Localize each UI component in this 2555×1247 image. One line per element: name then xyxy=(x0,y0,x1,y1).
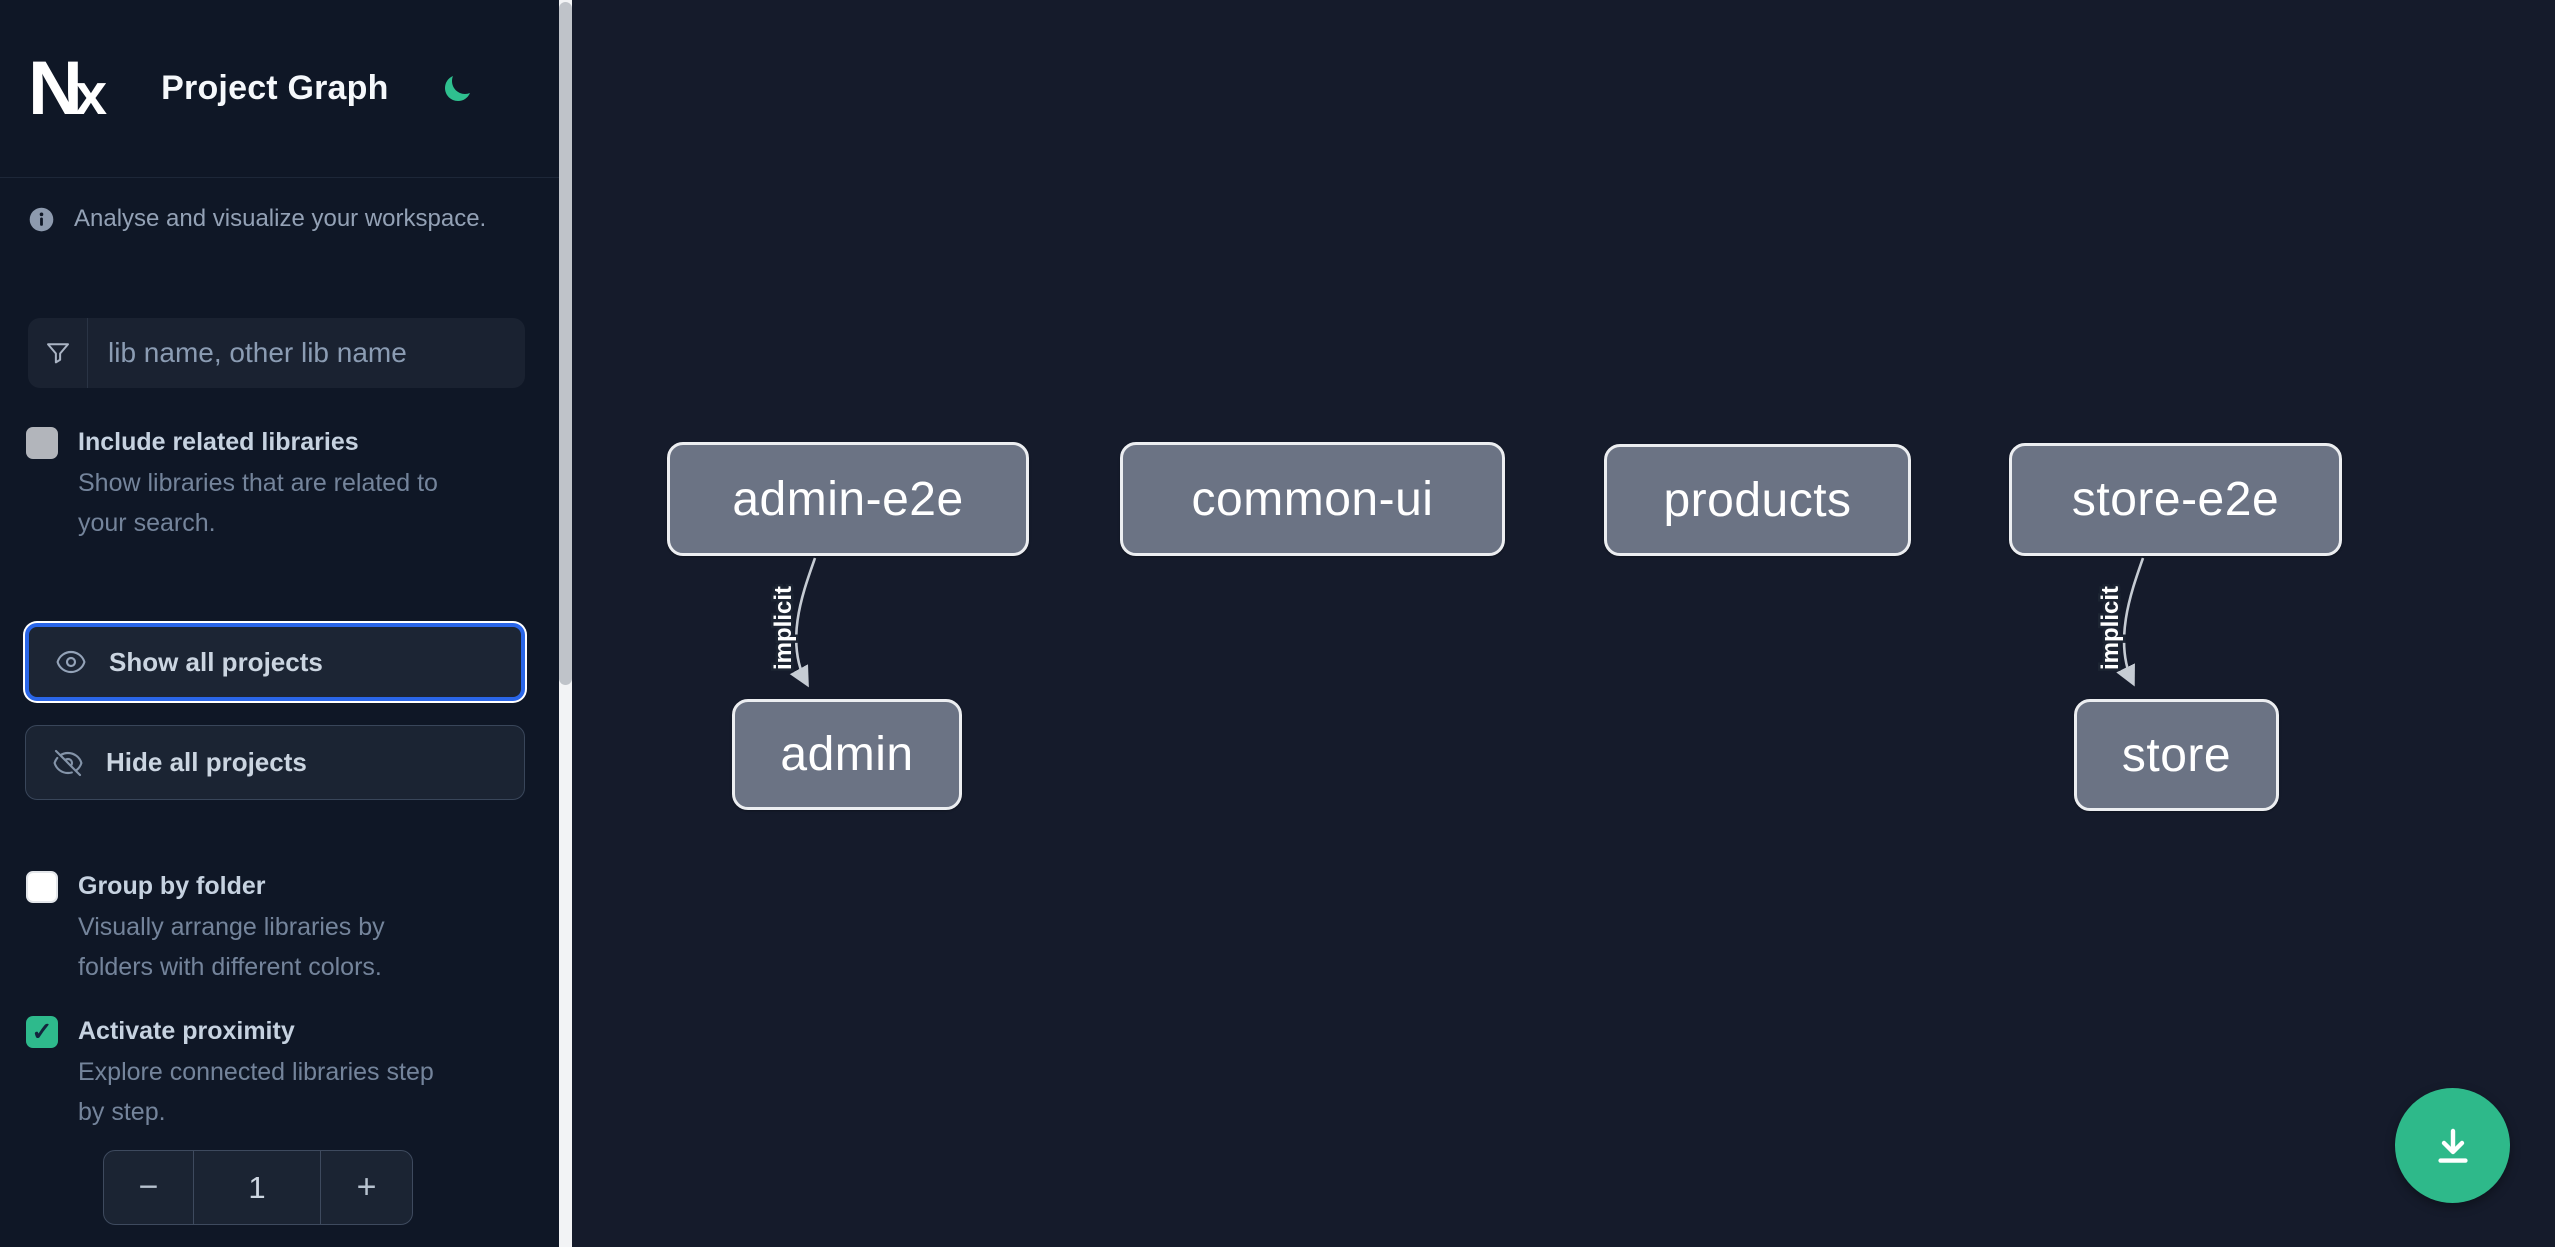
nx-logo-n: N xyxy=(28,45,83,131)
intro-row: Analyse and visualize your workspace. xyxy=(28,205,540,238)
sidebar-scrollbar-thumb[interactable] xyxy=(559,2,572,685)
filter-funnel-icon xyxy=(28,318,88,388)
proximity-depth-stepper: − 1 + xyxy=(103,1150,413,1225)
option-activate-proximity[interactable]: ✓ Activate proximity Explore connected l… xyxy=(26,1015,540,1132)
search-box xyxy=(28,318,525,388)
nx-logo: N x xyxy=(28,45,108,131)
download-graph-button[interactable] xyxy=(2395,1088,2510,1203)
eye-icon xyxy=(55,646,87,678)
edge-label-implicit: implicit xyxy=(770,586,797,670)
edge-admin-e2e-to-admin xyxy=(789,557,817,688)
decrement-button[interactable]: − xyxy=(104,1151,193,1224)
sidebar-scrollbar-track[interactable] xyxy=(559,0,572,1247)
edge-label-implicit: implicit xyxy=(2097,586,2124,670)
option-description: Show libraries that are related to your … xyxy=(78,469,438,537)
nx-logo-x: x xyxy=(74,61,108,127)
intro-text: Analyse and visualize your workspace. xyxy=(74,205,487,232)
show-all-projects-button[interactable]: Show all projects xyxy=(25,623,525,701)
graph-node-admin[interactable]: admin xyxy=(732,699,962,810)
option-description: Visually arrange libraries by folders wi… xyxy=(78,913,385,981)
option-include-related-libraries[interactable]: Include related libraries Show libraries… xyxy=(26,426,540,543)
checkbox-include-related[interactable] xyxy=(26,427,58,459)
page-title: Project Graph xyxy=(161,69,389,107)
option-group-by-folder[interactable]: Group by folder Visually arrange librari… xyxy=(26,870,540,987)
option-label: Group by folder xyxy=(78,872,266,900)
download-icon xyxy=(2429,1122,2477,1170)
sidebar: N x Project Graph Analyse and visualize … xyxy=(0,0,570,1247)
increment-button[interactable]: + xyxy=(321,1151,412,1224)
graph-node-admin-e2e[interactable]: admin-e2e xyxy=(667,442,1029,556)
option-label: Include related libraries xyxy=(78,428,359,456)
depth-value[interactable]: 1 xyxy=(193,1151,321,1224)
check-icon: ✓ xyxy=(31,1017,53,1046)
hide-all-projects-label: Hide all projects xyxy=(106,747,307,777)
graph-node-common-ui[interactable]: common-ui xyxy=(1120,442,1505,556)
theme-toggle-moon-icon[interactable] xyxy=(441,73,473,105)
checkbox-group-by-folder[interactable] xyxy=(26,871,58,903)
option-description: Explore connected libraries step by step… xyxy=(78,1058,434,1126)
checkbox-activate-proximity-checked[interactable]: ✓ xyxy=(26,1016,58,1048)
graph-node-store[interactable]: store xyxy=(2074,699,2279,811)
show-all-projects-label: Show all projects xyxy=(109,646,323,677)
info-icon xyxy=(28,206,55,238)
graph-edges-layer: implicit implicit xyxy=(768,557,2145,688)
graph-canvas[interactable]: implicit implicit admin-e2e common-ui pr… xyxy=(572,0,2555,1247)
edge-store-e2e-to-store xyxy=(2116,557,2145,687)
graph-node-store-e2e[interactable]: store-e2e xyxy=(2009,443,2342,556)
option-label: Activate proximity xyxy=(78,1017,295,1045)
graph-node-products[interactable]: products xyxy=(1604,444,1911,556)
app-header: N x Project Graph xyxy=(0,0,570,178)
eye-slash-icon xyxy=(52,747,84,779)
hide-all-projects-button[interactable]: Hide all projects xyxy=(25,725,525,800)
search-input[interactable] xyxy=(88,318,525,388)
